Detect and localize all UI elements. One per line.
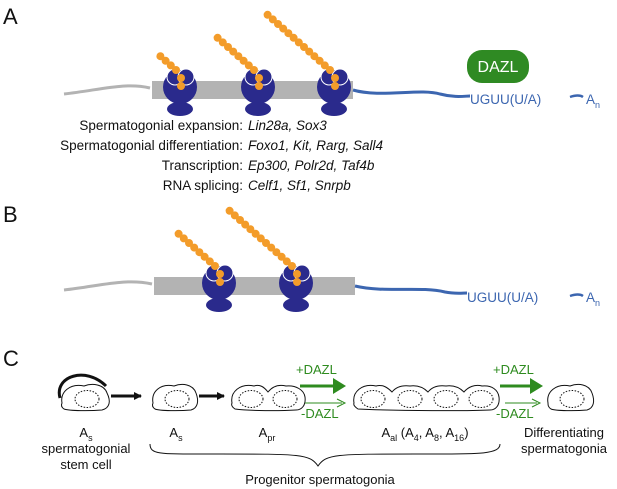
- dazl-switch-2: +DAZL -DAZL: [493, 362, 543, 421]
- plus-dazl-label: +DAZL: [296, 362, 337, 377]
- panel-b: B UGUU(U/A) An: [3, 202, 600, 312]
- polya-label-a: An: [586, 92, 600, 110]
- apr-label: Apr: [259, 425, 276, 443]
- ribosome: [263, 10, 351, 116]
- as-label: As: [169, 425, 183, 443]
- plus-dazl-label: +DAZL: [493, 362, 534, 377]
- utr3-line: [354, 284, 468, 295]
- ribosome: [174, 229, 236, 312]
- panel-a: A DAZL UGUU(U/A) An Spermatogonial expan…: [3, 4, 600, 193]
- ribosome: [156, 52, 197, 116]
- category-label: RNA splicing:: [163, 178, 243, 193]
- category-genes: Ep300, Polr2d, Taf4b: [248, 158, 375, 173]
- plus-dazl-arrowhead: [333, 378, 346, 394]
- category-genes: Lin28a, Sox3: [248, 118, 327, 133]
- stem-cell-desc-2: stem cell: [60, 457, 111, 472]
- minus-dazl-label: -DAZL: [301, 406, 339, 421]
- category-label: Spermatogonial expansion:: [79, 118, 243, 133]
- nascent-peptide: [174, 229, 224, 286]
- target-gene-list: Spermatogonial expansion: Lin28a, Sox3 S…: [60, 118, 383, 193]
- minus-dazl-label: -DAZL: [496, 406, 534, 421]
- motif-label-a: UGUU(U/A): [470, 92, 541, 107]
- ribosome-group: [174, 206, 313, 312]
- progenitor-label: Progenitor spermatogonia: [245, 472, 395, 487]
- nascent-peptide: [225, 206, 301, 286]
- cell-as: [151, 384, 199, 412]
- panel-c: C +DAZL -DAZL: [3, 346, 608, 487]
- nascent-peptide: [213, 33, 263, 90]
- motif-label-b: UGUU(U/A): [467, 290, 538, 305]
- cell-differentiating: [547, 384, 595, 412]
- cds-bar: [154, 277, 355, 295]
- utr5-line: [63, 280, 153, 292]
- ribosome: [225, 206, 313, 312]
- utr5-line: [63, 84, 151, 96]
- self-renewal-arrow: [57, 373, 108, 399]
- ribosome: [213, 33, 275, 116]
- stem-cell-type: As: [79, 425, 93, 443]
- nascent-peptide: [156, 52, 185, 90]
- diff-label-2: spermatogonia: [521, 441, 608, 456]
- dazl-label: DAZL: [478, 59, 519, 76]
- polya-tail-line: [569, 94, 584, 99]
- nascent-peptide: [263, 10, 339, 90]
- category-genes: Foxo1, Kit, Rarg, Sall4: [248, 138, 383, 153]
- polya-tail-line: [569, 293, 584, 298]
- plus-dazl-arrowhead: [530, 378, 543, 394]
- aal-label: Aal (A4, A8, A16): [381, 425, 468, 443]
- diff-label-1: Differentiating: [524, 425, 604, 440]
- progenitor-brace: [149, 443, 501, 467]
- category-label: Spermatogonial differentiation:: [60, 138, 243, 153]
- panel-a-letter: A: [3, 4, 18, 29]
- ribosome-group: [156, 10, 351, 116]
- panel-b-letter: B: [3, 202, 18, 227]
- cell-aal: [353, 384, 500, 412]
- panel-c-letter: C: [3, 346, 19, 371]
- dazl-protein: [467, 50, 529, 83]
- utr3-line: [352, 88, 471, 98]
- dazl-switch-1: +DAZL -DAZL: [296, 362, 347, 421]
- polya-label-b: An: [586, 290, 600, 308]
- category-genes: Celf1, Sf1, Snrpb: [248, 178, 351, 193]
- cell-stem: [60, 384, 110, 412]
- cell-apr: [231, 384, 306, 412]
- stem-cell-desc-1: spermatogonial: [42, 441, 131, 456]
- category-label: Transcription:: [162, 158, 243, 173]
